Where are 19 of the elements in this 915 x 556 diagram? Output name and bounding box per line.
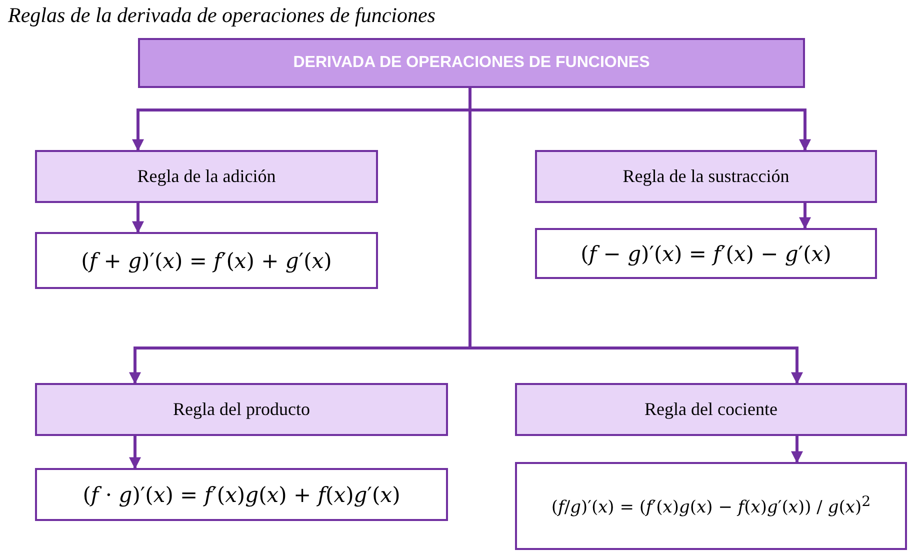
formula-box (515, 462, 907, 550)
box-label: Regla del producto (173, 399, 310, 420)
connector-arrow (799, 203, 811, 230)
formula: (f − g)′(x) = f′(x) − g′(x) (580, 242, 832, 266)
formula-box (35, 232, 378, 289)
formula: (f + g)′(x) = f′(x) + g′(x) (81, 248, 332, 272)
title-box (138, 38, 805, 88)
formula-box (535, 228, 877, 279)
box-label: Regla de la sustracción (622, 166, 790, 187)
figure-title: Reglas de la derivada de operaciones de funciones (8, 3, 436, 28)
formula: (f/g)′(x) = (f′(x)g(x) − f(x)g′(x)) / g(x)$^{2}$ (551, 494, 871, 518)
connector-arrow (791, 436, 803, 464)
connector-arrow (132, 203, 144, 234)
box-label: Regla de la adición (137, 166, 276, 187)
formula-box (35, 468, 448, 521)
box-label: DERIVADA DE OPERACIONES DE FUNCIONES (293, 54, 650, 72)
formula: (f · g)′(x) = f′(x)g(x) + f(x)g′(x) (82, 482, 400, 506)
box-label: Regla del cociente (644, 399, 778, 420)
connector-arrow (129, 436, 141, 470)
